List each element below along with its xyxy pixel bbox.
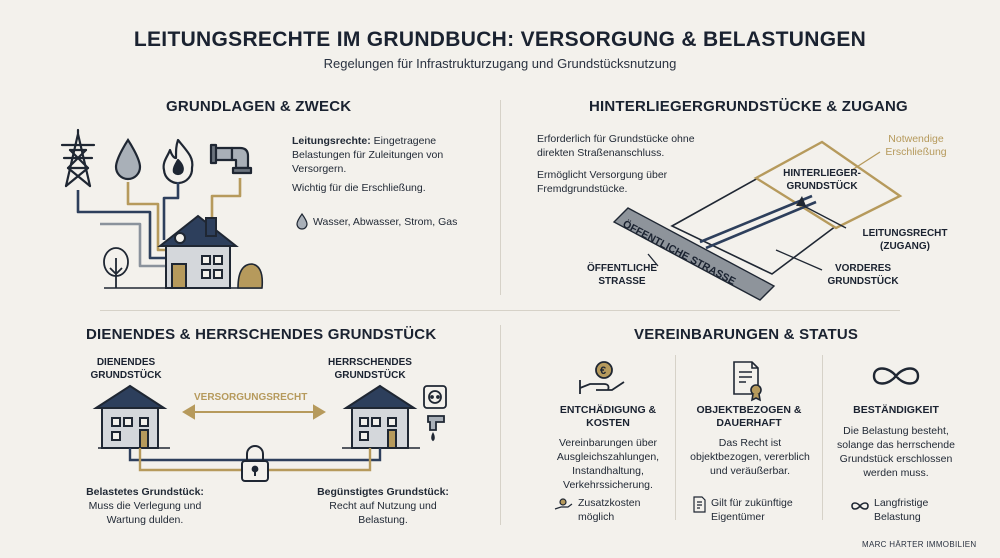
belastet-title: Belastetes Grundstück: (86, 486, 204, 498)
section-heading-dienend: DIENENDES & HERRSCHENDES GRUNDSTÜCK (86, 326, 437, 343)
public-road (612, 207, 776, 301)
page-title: LEITUNGSRECHTE IM GRUNDBUCH: VERSORGUNG … (133, 28, 867, 51)
lock-icon (241, 445, 269, 482)
label-herrschendes-grundstueck: HERRSCHENDES GRUNDSTÜCK (328, 357, 412, 381)
divider-vertical-top (500, 100, 501, 295)
col-2-text: Das Recht ist objektbezogen, vererblich … (690, 437, 810, 477)
page-subtitle: Regelungen für Infrastrukturzugang und G… (323, 56, 677, 71)
infinity-icon (872, 367, 920, 385)
socket-icon (423, 385, 447, 409)
small-document-icon (693, 496, 706, 513)
tree-icon (103, 247, 129, 288)
divider-vertical-bottom (500, 325, 501, 525)
water-drop-icon (114, 138, 142, 181)
label-oeffentliche-strasse: ÖFFENTLICHE STRASSE (587, 263, 657, 287)
label-dienendes-grundstueck: DIENENDES GRUNDSTÜCK (90, 357, 162, 381)
col-1-title: ENTCHÄDIGUNG & KOSTEN (559, 404, 657, 429)
divider-col-1 (675, 355, 676, 520)
label-versorgungsrecht: VERSORGUNGSRECHT (194, 392, 308, 403)
col-3-title: BESTÄNDIGKEIT (853, 404, 939, 416)
grundlagen-note: Wichtig für die Erschließung. (292, 182, 426, 194)
grundlagen-utilities: Wasser, Abwasser, Strom, Gas (313, 216, 458, 228)
label-leitungsrecht: LEITUNGSRECHT (ZUGANG) (862, 228, 948, 252)
certificate-icon (733, 361, 762, 402)
flame-icon (162, 138, 194, 185)
small-infinity-icon (851, 502, 869, 510)
label-hinterlieger-grundstueck: HINTERLIEGER-GRUNDSTÜCK (783, 168, 861, 192)
beguenstigt-text: Recht auf Nutzung und Belastung. (329, 500, 437, 526)
house-herrschend-icon (342, 384, 418, 449)
divider-col-2 (822, 355, 823, 520)
hinterlieger-text-1: Erforderlich für Grundstücke ohne direkt… (537, 133, 695, 159)
back-plot (753, 140, 903, 230)
svg-text:€: € (600, 365, 606, 377)
grundlagen-definition: Leitungsrechte: Eingetragene Belastungen… (292, 134, 482, 176)
grundlagen-term: Leitungsrechte: (292, 135, 371, 147)
small-coin-hand-icon (554, 498, 573, 510)
col-1-footer: Zusatzkosten möglich (578, 497, 641, 523)
col-2-title: OBJEKTBEZOGEN & DAUERHAFT (696, 404, 802, 429)
section-heading-hinterlieger: HINTERLIEGERGRUNDSTÜCKE & ZUGANG (589, 98, 908, 115)
label-notwendige-erschliessung: Notwendige Erschließung (885, 133, 947, 158)
pipe-icon (209, 143, 253, 175)
small-drop-icon (296, 212, 308, 230)
belastet-block: Belastetes Grundstück: Muss die Verlegun… (70, 485, 220, 527)
col-1-text: Vereinbarungen über Ausgleichszahlungen,… (556, 437, 660, 491)
col-2-footer: Gilt für zukünftige Eigentümer (711, 497, 793, 523)
belastet-text: Muss die Verlegung und Wartung dulden. (88, 500, 202, 526)
power-pylon-icon (60, 128, 96, 188)
tap-icon (427, 415, 445, 442)
grundlagen-definition-text: Eingetragene Belastungen für Zuleitungen… (292, 135, 444, 175)
beguenstigt-title: Begünstigtes Grundstück: (317, 486, 449, 498)
label-vorderes-grundstueck: VORDERES GRUNDSTÜCK (827, 263, 899, 287)
house-icon (157, 214, 239, 289)
divider-horizontal (100, 310, 900, 311)
euro-hand-icon: € (579, 361, 625, 394)
versorgungsrecht-arrow (182, 404, 326, 420)
footer-brand: MARC HÄRTER IMMOBILIEN (862, 540, 977, 549)
beguenstigt-block: Begünstigtes Grundstück: Recht auf Nutzu… (308, 485, 458, 527)
section-heading-grundlagen: GRUNDLAGEN & ZWECK (166, 98, 352, 115)
section-heading-vereinbarungen: VEREINBARUNGEN & STATUS (634, 326, 859, 343)
col-3-footer: Langfristige Belastung (874, 497, 929, 523)
col-3-text: Die Belastung besteht, solange das herrs… (837, 425, 955, 479)
hinterlieger-text-2: Ermöglicht Versorgung über Fremdgrundstü… (537, 169, 668, 195)
